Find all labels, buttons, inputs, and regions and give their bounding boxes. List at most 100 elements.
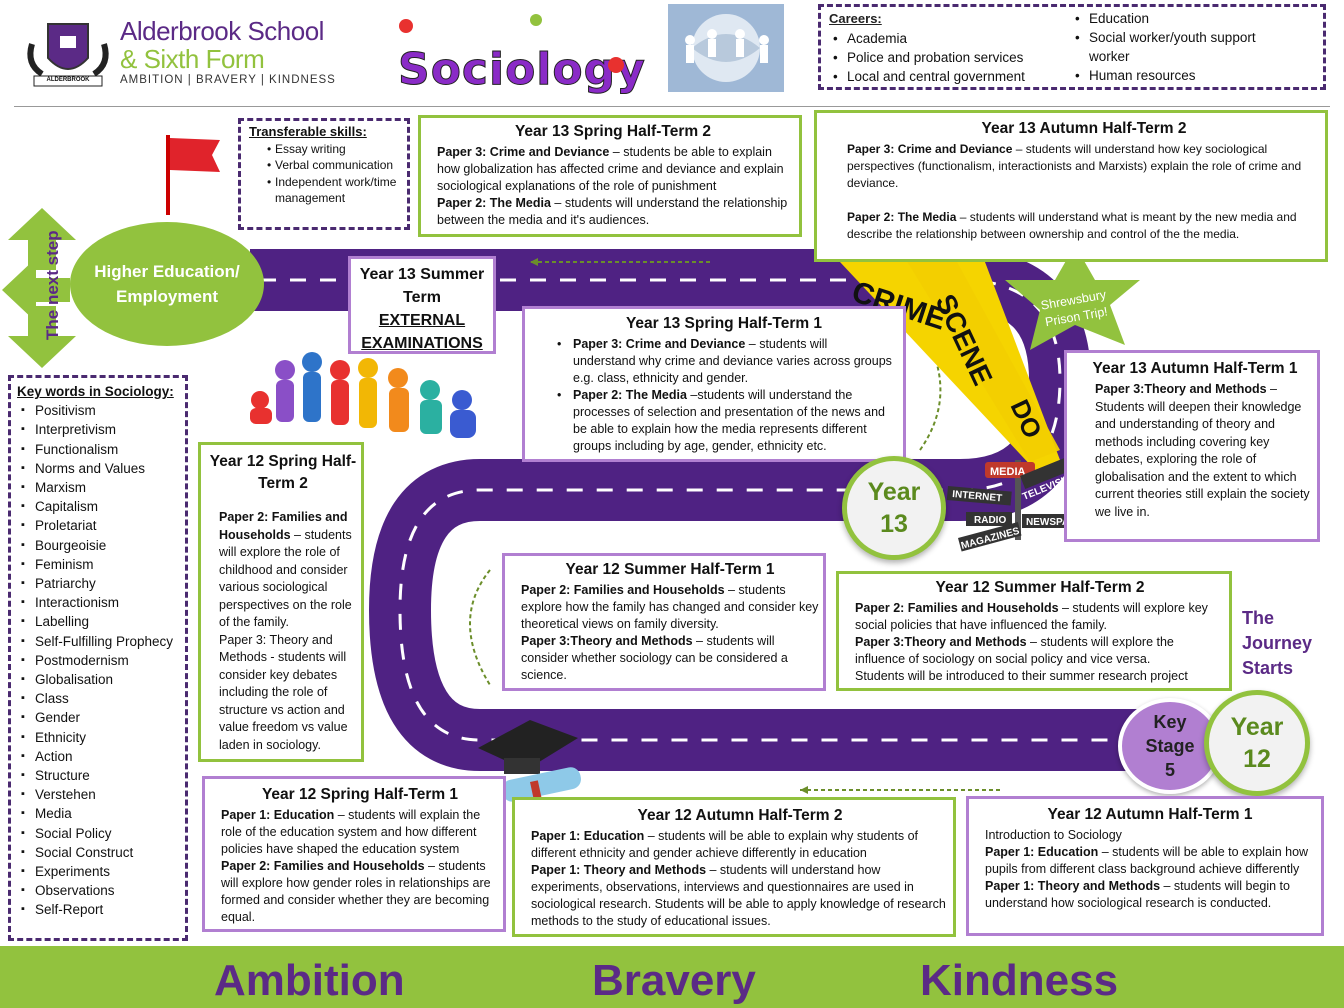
y12-summer-ht1-title: Year 12 Summer Half-Term 1 — [565, 561, 775, 578]
y13-autumn-ht1-box: Year 13 Autumn Half-Term 1 Paper 3:Theor… — [1064, 350, 1320, 542]
y13-summer-sub: EXTERNAL EXAMINATIONS — [361, 312, 483, 352]
y12-summer-ht1-box: Year 12 Summer Half-Term 1 Paper 2: Fami… — [502, 553, 826, 691]
sociology-logo-text: Sociology — [398, 44, 646, 96]
prison-trip-star — [1005, 245, 1140, 350]
globe-people-image — [668, 4, 784, 92]
y13-spring-ht1-box: Year 13 Spring Half-Term 1 Paper 3: Crim… — [522, 306, 906, 462]
keyword-item: Capitalism — [17, 497, 179, 516]
next-step-arrows-icon — [2, 208, 76, 368]
y12-spring-ht1-box: Year 12 Spring Half-Term 1 Paper 1: Educ… — [202, 776, 506, 932]
transferable-title: Transferable skills: — [249, 124, 367, 139]
footer-kindness: Kindness — [920, 956, 1119, 1005]
year-12-circle: Year 12 — [1204, 690, 1310, 796]
career-item: Academia — [833, 29, 1063, 48]
keyword-item: Social Policy — [17, 824, 179, 843]
career-item: Education — [1075, 9, 1295, 28]
keyword-item: Norms and Values — [17, 459, 179, 478]
careers-title: Careers: — [829, 11, 882, 26]
keyword-item: Experiments — [17, 862, 179, 881]
y12-summer-ht2-title: Year 12 Summer Half-Term 2 — [935, 579, 1145, 596]
keyword-item: Class — [17, 689, 179, 708]
school-crest-icon: ALDERBROOK — [22, 14, 114, 90]
keyword-item: Bourgeoisie — [17, 536, 179, 555]
y13-spring-ht2-title: Year 13 Spring Half-Term 2 — [514, 123, 712, 140]
y13-spring-ht1-item: Paper 2: The Media –students will unders… — [557, 387, 893, 455]
y12-autumn-ht1-intro: Introduction to Sociology — [985, 828, 1122, 842]
transferable-skills-box: Transferable skills: Essay writing Verba… — [238, 118, 410, 230]
y12-autumn-ht2-box: Year 12 Autumn Half-Term 2 Paper 1: Educ… — [512, 797, 956, 937]
sign-radio: RADIO — [974, 515, 1006, 526]
keyword-item: Postmodernism — [17, 651, 179, 670]
y13-autumn-ht2-item: Paper 3: Crime and Deviance – students w… — [847, 142, 1302, 190]
keyword-item: Social Construct — [17, 843, 179, 862]
graduation-cap-icon — [478, 720, 581, 804]
y12-autumn-ht1-title: Year 12 Autumn Half-Term 1 — [1047, 806, 1253, 823]
flag-icon — [166, 135, 220, 215]
career-item: Social worker/youth support worker — [1075, 28, 1295, 66]
y12-spring-ht1-item: Paper 1: Education – students will expla… — [221, 808, 481, 856]
keyword-item: Patriarchy — [17, 574, 179, 593]
journey-starts-label: The Journey Starts — [1242, 608, 1313, 678]
y12-autumn-ht2-title: Year 12 Autumn Half-Term 2 — [637, 807, 843, 824]
careers-box: Careers: Academia Police and probation s… — [818, 4, 1326, 90]
crest-text: ALDERBROOK — [46, 77, 90, 83]
higher-education-label: Higher Education/ Employment — [94, 262, 240, 306]
school-name-line2: & Sixth Form — [120, 44, 265, 74]
y12-autumn-ht1-item: Paper 1: Education – students will be ab… — [985, 845, 1309, 876]
sign-newspapers: NEWSPAPERS — [1026, 517, 1097, 528]
y12-autumn-ht1-box: Year 12 Autumn Half-Term 1 Introduction … — [966, 796, 1324, 936]
y12-spring-ht2-item: Paper 2: Families and Households – stude… — [219, 510, 352, 629]
next-step-label: The next step — [43, 230, 62, 340]
skill-item: Verbal communication — [267, 157, 399, 174]
y13-spring-ht2-item: Paper 3: Crime and Deviance – students b… — [437, 145, 784, 193]
children-graphic-icon — [250, 352, 476, 438]
career-item: Local and central government — [833, 67, 1063, 86]
footer-bravery: Bravery — [592, 956, 756, 1005]
keyword-item: Feminism — [17, 555, 179, 574]
y12-autumn-ht1-item: Paper 1: Theory and Methods – students w… — [985, 879, 1290, 910]
y13-autumn-ht1-title: Year 13 Autumn Half-Term 1 — [1092, 360, 1298, 377]
y12-spring-ht1-item: Paper 2: Families and Households – stude… — [221, 859, 491, 924]
y12-spring-ht2-item: Paper 3: Theory and Methods - students w… — [219, 632, 348, 752]
y13-spring-ht1-title: Year 13 Spring Half-Term 1 — [625, 315, 823, 332]
y12-autumn-ht2-item: Paper 1: Theory and Methods – students w… — [531, 863, 946, 928]
school-motto: AMBITION | BRAVERY | KINDNESS — [120, 74, 336, 86]
y13-summer-box: Year 13 Summer Term EXTERNAL EXAMINATION… — [348, 256, 496, 354]
header-divider — [14, 106, 1330, 107]
y12-autumn-ht2-item: Paper 1: Education – students will be ab… — [531, 829, 919, 860]
y13-spring-ht2-item: Paper 2: The Media – students will under… — [437, 196, 788, 227]
y12-summer-ht2-box: Year 12 Summer Half-Term 2 Paper 2: Fami… — [836, 571, 1232, 691]
keyword-item: Interactionism — [17, 593, 179, 612]
keyword-item: Labelling — [17, 612, 179, 631]
y13-autumn-ht2-box: Year 13 Autumn Half-Term 2 Paper 3: Crim… — [814, 110, 1328, 262]
y13-autumn-ht1-item: Paper 3:Theory and Methods – Students wi… — [1095, 382, 1310, 519]
keyword-item: Self-Fulfilling Prophecy — [17, 632, 179, 651]
keyword-item: Gender — [17, 708, 179, 727]
school-name-line1: Alderbrook School — [120, 16, 324, 46]
y12-summer-ht1-item: Paper 3:Theory and Methods – students wi… — [521, 634, 788, 682]
keyword-item: Proletariat — [17, 516, 179, 535]
sign-internet: INTERNET — [952, 489, 1003, 504]
keyword-item: Functionalism — [17, 440, 179, 459]
y13-autumn-ht2-item: Paper 2: The Media – students will under… — [847, 210, 1297, 241]
sociology-logo: Sociology — [386, 10, 646, 106]
keyword-item: Globalisation — [17, 670, 179, 689]
keyword-item: Marxism — [17, 478, 179, 497]
sign-media: MEDIA — [990, 466, 1026, 478]
keyword-item: Self-Report — [17, 900, 179, 919]
keyword-item: Positivism — [17, 401, 179, 420]
keyword-item: Media — [17, 804, 179, 823]
keywords-box: Key words in Sociology: Positivism Inter… — [8, 375, 188, 941]
y12-summer-ht2-item: Students will be introduced to their sum… — [855, 669, 1188, 683]
y12-summer-ht1-item: Paper 2: Families and Households – stude… — [521, 583, 819, 631]
career-item: Human resources — [1075, 66, 1295, 85]
keyword-item: Ethnicity — [17, 728, 179, 747]
y13-spring-ht1-item: Paper 3: Crime and Deviance – students w… — [557, 336, 893, 387]
skill-item: Independent work/time management — [267, 174, 399, 207]
y13-spring-ht2-box: Year 13 Spring Half-Term 2 Paper 3: Crim… — [418, 115, 802, 237]
y13-autumn-ht2-title: Year 13 Autumn Half-Term 2 — [981, 120, 1187, 137]
y13-summer-title: Year 13 Summer Term — [359, 266, 485, 306]
keyword-item: Structure — [17, 766, 179, 785]
higher-education-circle: Higher Education/ Employment — [70, 222, 264, 346]
footer-band: Ambition Bravery Kindness — [0, 946, 1344, 1008]
